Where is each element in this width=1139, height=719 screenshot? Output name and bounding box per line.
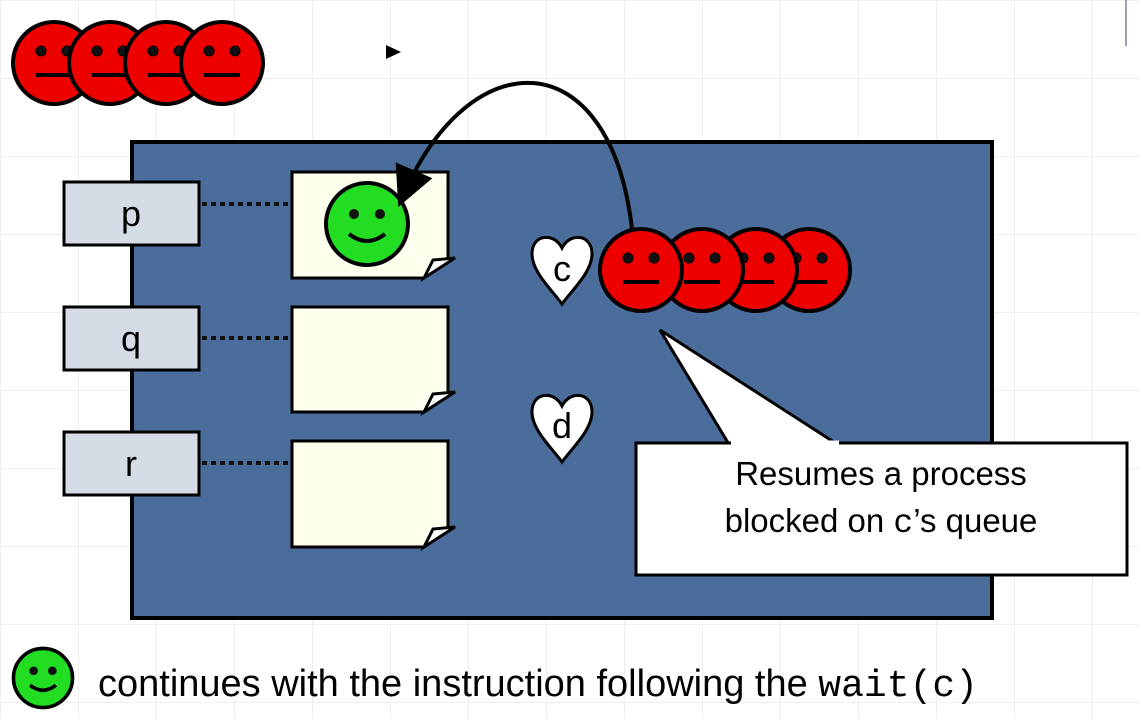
footer-caption: continues with the instruction following… [98,656,978,712]
entry-queue [11,20,265,106]
callout-box [634,441,1129,577]
procedure-label: q [121,318,141,359]
slide-edge-rule [1125,0,1127,46]
frowning-face-icon [179,20,265,106]
condition-c: c [530,235,594,306]
frowning-face-icon [598,227,684,313]
procedure-label-box [62,305,201,372]
condition-c-queue [598,227,852,313]
triangle-pointer-icon [386,45,401,59]
condition-d: d [530,393,594,464]
procedure-slot [290,305,450,414]
procedure-label-box [62,430,201,497]
condition-label: c [553,248,571,289]
callout-line-2: blocked on c’s queue [725,502,1038,542]
condition-label: d [552,405,572,446]
procedure-label: r [125,443,137,484]
procedure-q: q [62,305,456,417]
procedure-label-box [62,180,201,247]
procedure-r: r [62,430,456,552]
page-curl [420,256,456,283]
callout: Resumes a process blocked on c’s queue [634,440,1129,577]
resume-arrow [395,80,634,230]
page-curl [420,390,456,417]
procedure-label: p [121,193,141,234]
footer-text: continues with the instruction following… [98,663,819,705]
page-curl [420,525,456,552]
procedure-slot [290,439,450,549]
callout-line-1: Resumes a process [735,455,1027,492]
footer-code: wait(c) [818,665,978,708]
smiling-face-icon [324,181,410,267]
smiling-face-icon [11,646,75,710]
